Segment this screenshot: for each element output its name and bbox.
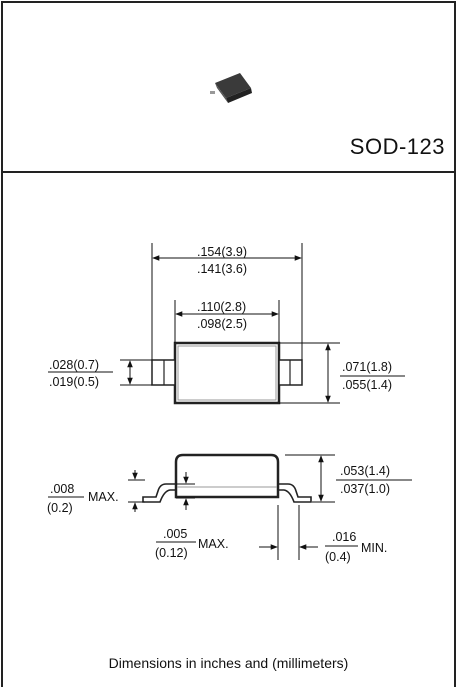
body-length-dimension	[174, 300, 280, 343]
standoff-mm: (0.2)	[47, 501, 73, 515]
lead-thickness-dimension	[176, 472, 195, 510]
lead-width-dimension	[48, 359, 152, 386]
standoff-suffix: MAX.	[88, 490, 119, 504]
side-view-package	[142, 453, 312, 503]
package-name: SOD-123	[349, 134, 445, 159]
lead-length-mm: (0.4)	[325, 550, 351, 564]
lead-thickness-inch: .005	[163, 527, 187, 541]
footer-note: Dimensions in inches and (millimeters)	[108, 655, 349, 671]
body-length-min: .098(2.5)	[197, 317, 247, 331]
component-photo	[210, 73, 252, 103]
body-width-min: .055(1.4)	[342, 378, 392, 392]
body-length-max: .110(2.8)	[197, 300, 246, 314]
body-width-dimension	[279, 342, 405, 404]
overall-length-min: .141(3.6)	[197, 262, 247, 276]
standoff-inch: .008	[50, 482, 74, 496]
lead-length-dimension	[259, 505, 318, 560]
standoff-dimension	[128, 470, 145, 512]
height-dimension	[285, 454, 412, 503]
section-divider	[1, 171, 456, 173]
lead-width-max: .028(0.7)	[49, 358, 99, 372]
lead-thickness-suffix: MAX.	[198, 537, 229, 551]
height-min: .037(1.0)	[340, 482, 390, 496]
top-view-package	[151, 341, 303, 405]
lead-width-min: .019(0.5)	[49, 375, 99, 389]
lead-thickness-mm: (0.12)	[155, 546, 188, 560]
lead-length-suffix: MIN.	[361, 541, 387, 555]
overall-length-dimension	[151, 243, 303, 360]
overall-length-max: .154(3.9)	[197, 245, 247, 259]
body-width-max: .071(1.8)	[342, 360, 392, 374]
height-max: .053(1.4)	[340, 464, 390, 478]
lead-length-inch: .016	[332, 530, 356, 544]
